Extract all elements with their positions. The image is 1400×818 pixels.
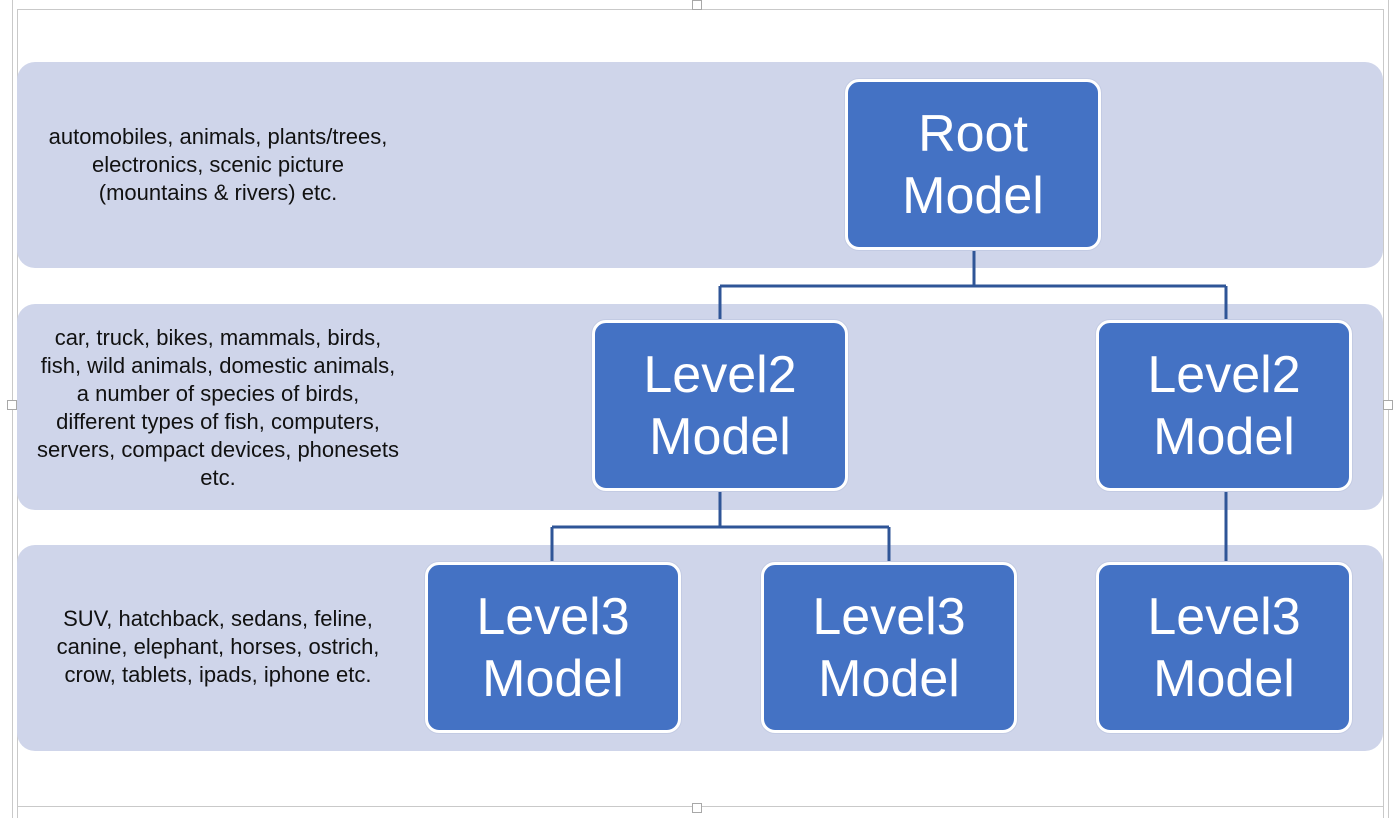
level2-right-model-node[interactable]: Level2 Model <box>1096 320 1352 491</box>
resize-handle-bottom[interactable] <box>692 803 702 813</box>
frame-right-border <box>1383 9 1384 818</box>
root-model-node[interactable]: Root Model <box>845 79 1101 250</box>
level2-right-line1: Level2 <box>1147 345 1301 404</box>
level1-band <box>17 62 1383 268</box>
level3-a-line1: Level3 <box>476 587 630 646</box>
level3-description: SUV, hatchback, sedans, feline, canine, … <box>22 604 414 690</box>
level3-a-line2: Model <box>482 649 624 708</box>
level3-c-line1: Level3 <box>1147 587 1301 646</box>
resize-handle-right[interactable] <box>1383 400 1393 410</box>
level2-left-line1: Level2 <box>643 345 797 404</box>
resize-handle-top[interactable] <box>692 0 702 10</box>
level3-a-model-node[interactable]: Level3 Model <box>425 562 681 733</box>
level3-description-text: SUV, hatchback, sedans, feline, canine, … <box>56 606 380 687</box>
level2-description: car, truck, bikes, mammals, birds, fish,… <box>22 320 414 496</box>
level3-b-line2: Model <box>818 649 960 708</box>
level3-c-model-node[interactable]: Level3 Model <box>1096 562 1352 733</box>
level3-c-line2: Model <box>1153 649 1295 708</box>
level2-left-line2: Model <box>649 407 791 466</box>
level1-description-text: automobiles, animals, plants/trees, elec… <box>48 124 388 205</box>
level2-right-line2: Model <box>1153 407 1295 466</box>
level2-left-model-node[interactable]: Level2 Model <box>592 320 848 491</box>
root-node-line2: Model <box>902 166 1044 225</box>
level3-b-line1: Level3 <box>812 587 966 646</box>
level2-description-text: car, truck, bikes, mammals, birds, fish,… <box>37 325 399 490</box>
resize-handle-left[interactable] <box>7 400 17 410</box>
level3-b-model-node[interactable]: Level3 Model <box>761 562 1017 733</box>
root-node-line1: Root <box>918 104 1028 163</box>
level1-description: automobiles, animals, plants/trees, elec… <box>22 110 414 220</box>
